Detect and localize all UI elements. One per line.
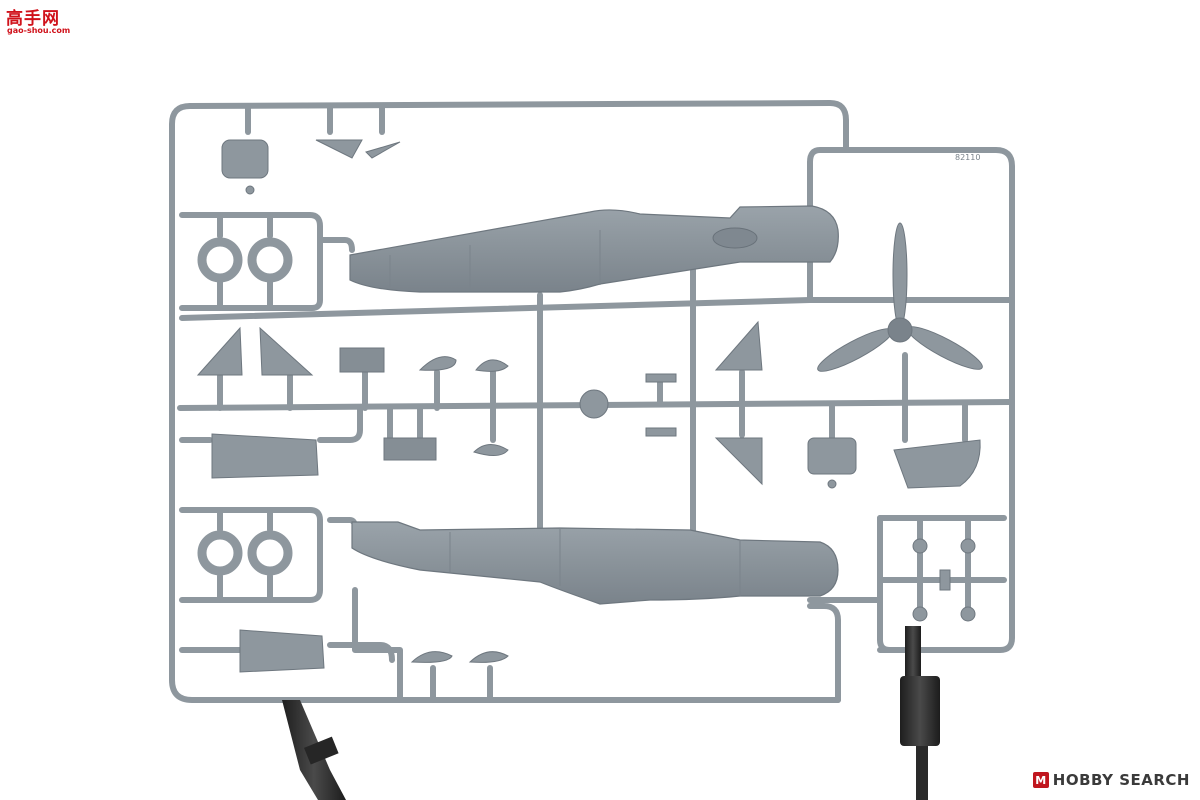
brand-text: HOBBY SEARCH xyxy=(1052,771,1190,789)
propeller-part xyxy=(817,222,983,372)
watermark-url-text: gao-shou.com xyxy=(7,26,71,35)
brand-badge-icon: M xyxy=(1032,772,1049,788)
watermark-logo-bottom: M HOBBY SEARCH xyxy=(1032,770,1190,790)
upper-fuselage-part xyxy=(349,205,839,293)
watermark-logo-text: 高手网 xyxy=(6,9,60,29)
small-parts xyxy=(196,139,981,673)
wheel-parts xyxy=(197,237,293,576)
left-stand-clip xyxy=(282,700,346,800)
sprue-part-number: 82110 xyxy=(955,153,980,162)
sprue-frame xyxy=(169,100,1015,703)
lower-fuselage-part xyxy=(351,521,839,605)
right-stand-clip xyxy=(900,626,940,800)
watermark-logo-top: 高手网 gao-shou.com xyxy=(6,4,76,38)
